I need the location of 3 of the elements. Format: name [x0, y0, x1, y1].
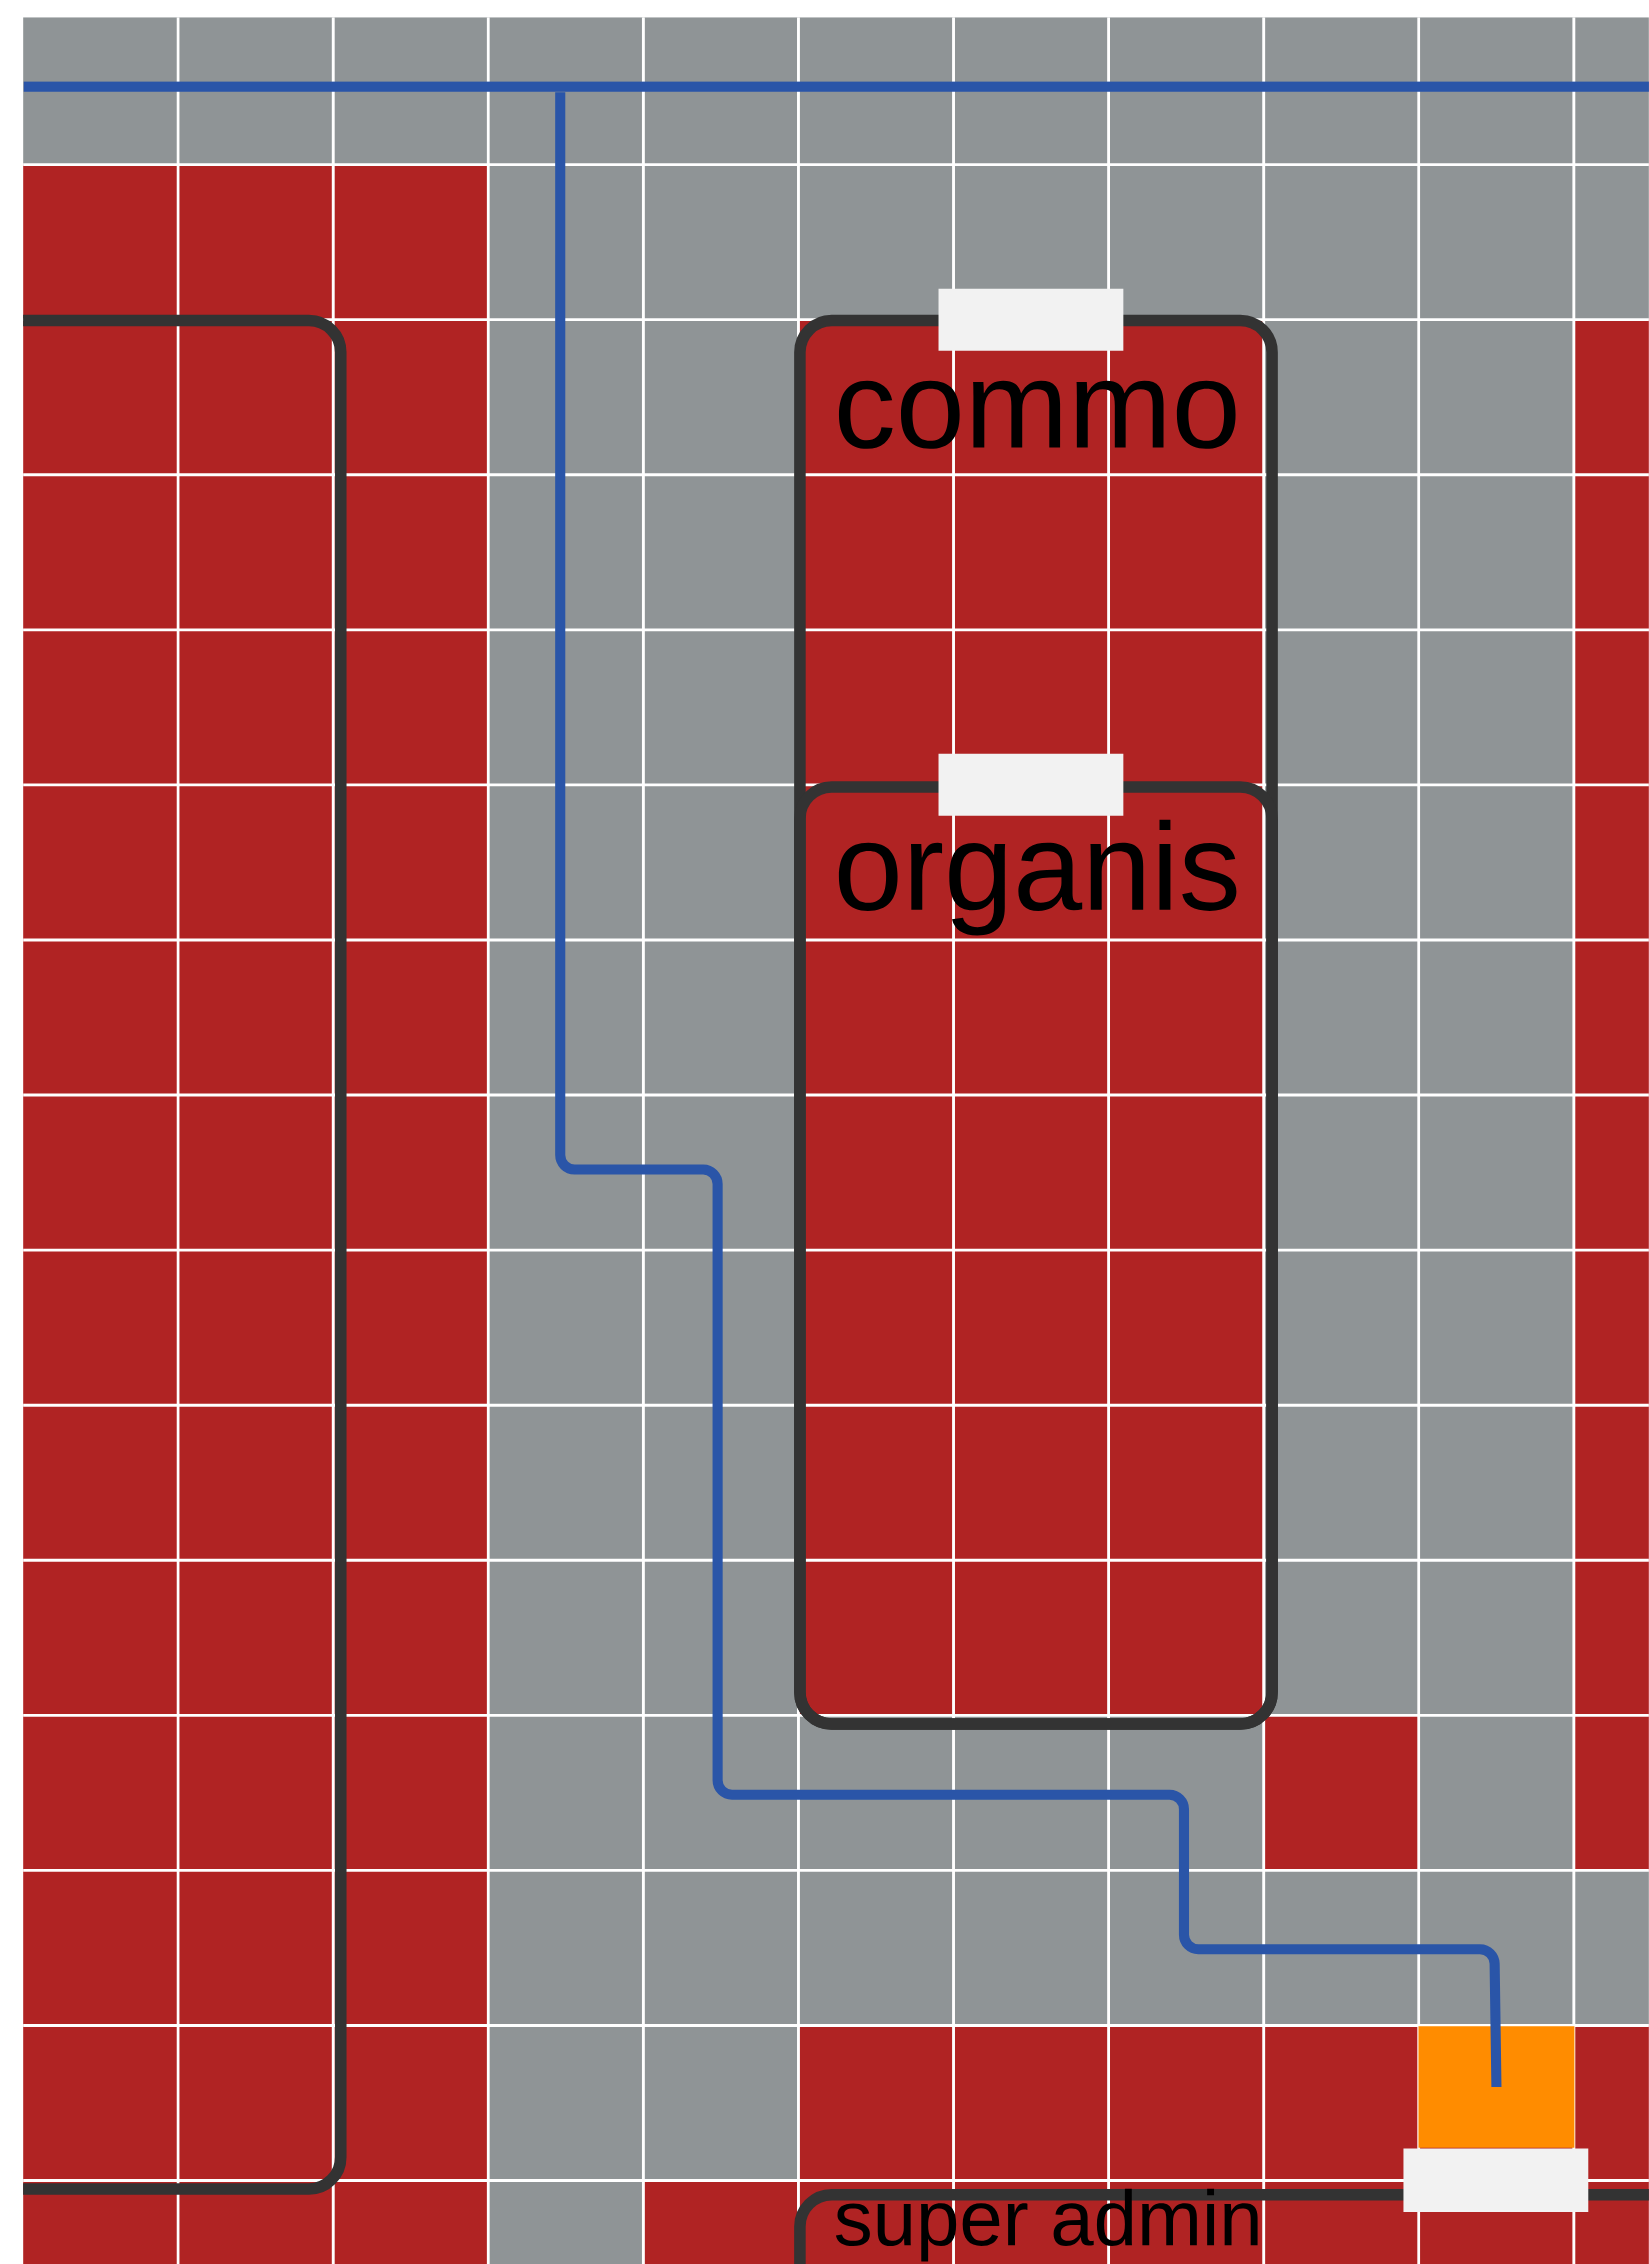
rounded-box	[23, 314, 347, 2195]
connector-line	[555, 92, 1502, 2088]
highlighted-cell	[1418, 2026, 1575, 2148]
